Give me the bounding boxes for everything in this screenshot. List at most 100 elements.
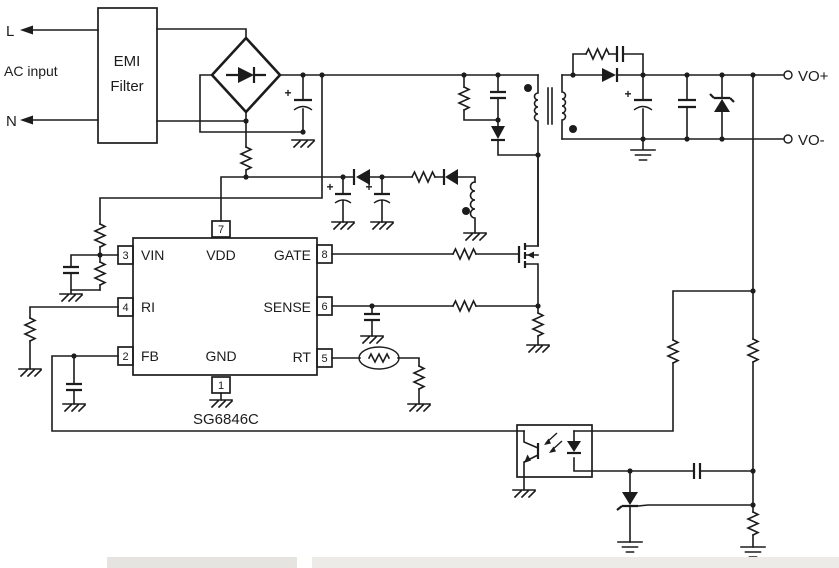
opto-light-arrow1-icon: [544, 438, 551, 445]
ic-ground-icon: [209, 399, 234, 409]
vin-node-wires: [70, 254, 119, 291]
ac-input-caption: AC input: [4, 63, 58, 79]
output-ground-icon: [630, 138, 656, 161]
vdd-diode1-icon: [356, 169, 370, 185]
snubber-wires: [572, 53, 644, 76]
vin-cap-ground-icon: [59, 289, 84, 303]
output-zener-icon: [714, 99, 730, 112]
vdd-diode2-icon: [445, 169, 458, 185]
mosfet-body-arrow-icon: [527, 251, 534, 259]
vdd-rail: [245, 176, 476, 183]
emi-filter-label-2: Filter: [110, 78, 143, 95]
ic-vdd-gnd-wires: [220, 176, 247, 401]
opto-ground-icon: [512, 489, 537, 499]
scan-artifact-right: [312, 557, 839, 568]
transformer-core: [547, 87, 553, 125]
ic-label-gnd: GND: [205, 348, 236, 364]
output-rails: [561, 74, 785, 140]
output-elcap-plus: +: [624, 87, 631, 101]
rt-resistor: [412, 364, 426, 391]
divider-lower-resistor: [746, 510, 760, 537]
neutral-arrow-icon: [20, 115, 33, 125]
ic-label-sense: SENSE: [264, 299, 311, 315]
ic-part-number: SG6846C: [193, 411, 259, 428]
sense-resistor: [451, 299, 478, 313]
pin-number-3: 3: [122, 250, 128, 262]
vin-upper-resistor: [93, 222, 107, 249]
feedback-network: [573, 74, 766, 558]
ac-input-section: L N AC input EMI Filter: [4, 7, 247, 144]
sense-wire: [331, 305, 539, 337]
pin-number-5: 5: [321, 353, 327, 365]
thermistor-resistor-icon: [367, 352, 391, 364]
clamp-resistor: [457, 85, 471, 112]
bulk-cap-plate-bottom: [293, 105, 313, 111]
opto-light-arrow2-icon: [549, 446, 556, 453]
pin-number-6: 6: [321, 301, 327, 313]
gate-resistor: [451, 247, 478, 261]
clamp-capacitor: [490, 90, 506, 100]
bias-branch: [573, 290, 754, 432]
line-label: L: [6, 23, 14, 40]
output-ceramic-capacitor: [678, 98, 696, 109]
vo-plus-label: VO+: [798, 68, 829, 85]
vdd-cap1-plus: +: [326, 180, 333, 194]
ic-label-ri: RI: [141, 299, 155, 315]
shunt-regulator-bar: [616, 504, 638, 511]
pin-number-2: 2: [122, 351, 128, 363]
power-mosfet: [331, 154, 539, 307]
output-zener-bar: [709, 93, 735, 103]
ic-label-rt: RT: [293, 349, 312, 365]
ic-label-vdd: VDD: [206, 247, 236, 263]
bulk-cap-plus: +: [284, 86, 291, 100]
primary-phase-dot: [524, 84, 532, 92]
vdd-cap-plates-bottom: [334, 199, 391, 204]
startup-resistor: [239, 145, 253, 178]
sense-network: [331, 299, 551, 354]
bridge-return-wire: [199, 74, 304, 133]
pin-box-2: [117, 346, 134, 366]
shunt-ground-icon: [526, 344, 551, 354]
vin-lower-resistor: [93, 260, 107, 287]
current-shunt-resistor: [531, 311, 545, 338]
aux-phase-dot: [462, 207, 470, 215]
rt-network: [331, 346, 432, 413]
secondary-phase-dot: [569, 125, 577, 133]
output-elcap-plate-bottom: [633, 105, 653, 111]
vdd-cap1-ground-icon: [331, 221, 356, 231]
output-section: + VO+ VO-: [561, 46, 829, 161]
opto-led-icon: [567, 441, 581, 452]
ri-wire: [29, 306, 119, 370]
fb-network: [51, 355, 525, 432]
junction-dots: [71, 72, 756, 508]
controller-ic: 3 4 2 8 6 5 7 1 VIN VDD GATE RI SENSE FB…: [117, 176, 333, 428]
fb-wire: [51, 355, 525, 432]
rt-ground-icon: [407, 403, 432, 413]
ic-label-fb: FB: [141, 348, 159, 364]
line-arrow-icon: [20, 25, 33, 35]
optocoupler: [512, 424, 631, 499]
pin-box-4: [117, 297, 134, 317]
thermistor-ellipse: [358, 346, 400, 370]
primary-clamp: [457, 74, 539, 156]
ri-ground-icon: [18, 368, 43, 378]
aux-winding: [469, 181, 476, 234]
pin-number-7: 7: [218, 224, 224, 236]
shunt-ref-wire: [637, 504, 754, 507]
bridge-diode-icon: [238, 67, 254, 83]
optocoupler-box: [516, 424, 593, 478]
ac-line-wires: [32, 29, 99, 121]
opto-transistor-leads: [523, 430, 540, 491]
ri-resistor: [23, 316, 37, 343]
vdd-cap2-ground-icon: [370, 221, 395, 231]
ri-network: [18, 306, 119, 378]
neutral-label: N: [6, 113, 17, 130]
emi-filter-box: [97, 7, 158, 144]
vin-capacitor: [63, 265, 79, 275]
bias-resistor: [666, 338, 680, 365]
opto-led-leads: [573, 430, 631, 472]
vo-minus-terminal: [783, 134, 793, 144]
comp-capacitor: [692, 463, 702, 479]
vdd-cap2-plus: +: [365, 180, 372, 194]
